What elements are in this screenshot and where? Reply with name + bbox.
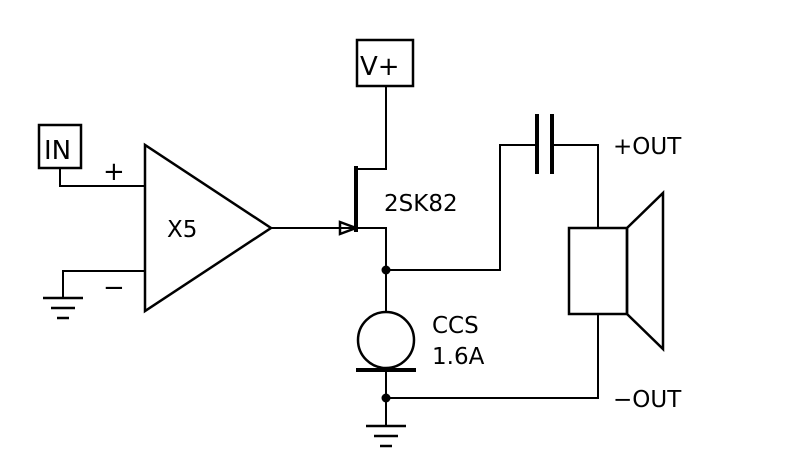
- out-pos-label: +OUT: [613, 134, 682, 160]
- op-amp: + − X5: [103, 142, 274, 314]
- supply-label: V+: [360, 52, 400, 82]
- out-neg-wire: [385, 313, 599, 399]
- inverting-input-wire: [62, 270, 146, 298]
- drain-wire: [355, 85, 387, 170]
- out-neg-label: −OUT: [613, 387, 682, 413]
- input-label: IN: [44, 136, 71, 166]
- current-source: CCS 1.6A: [356, 310, 485, 372]
- amp-gain-label: X5: [167, 217, 197, 243]
- input-terminal: IN: [37, 123, 83, 170]
- op-amp-triangle: [143, 142, 274, 314]
- transistor-label: 2SK82: [384, 191, 458, 217]
- amp-minus-sign: −: [103, 273, 125, 303]
- amp-plus-sign: +: [103, 157, 125, 187]
- output-capacitor: [535, 114, 554, 174]
- ccs-name-label: CCS: [432, 313, 479, 339]
- out-pos-wire: [553, 144, 599, 229]
- ccs-current-label: 1.6A: [432, 344, 485, 370]
- ground-symbol-output: [366, 424, 406, 448]
- ground-symbol-amp: [43, 296, 83, 320]
- speaker-cone: [625, 190, 665, 352]
- cap-input-wire: [385, 144, 536, 271]
- jfet-transistor: 2SK82: [338, 85, 458, 271]
- speaker-magnet: [567, 226, 629, 316]
- current-source-circle: [356, 310, 416, 370]
- supply-terminal: V+: [355, 38, 415, 88]
- speaker-icon: [567, 190, 665, 352]
- ground-junction: [381, 393, 391, 403]
- input-wire: [59, 167, 146, 187]
- source-wire: [355, 227, 387, 271]
